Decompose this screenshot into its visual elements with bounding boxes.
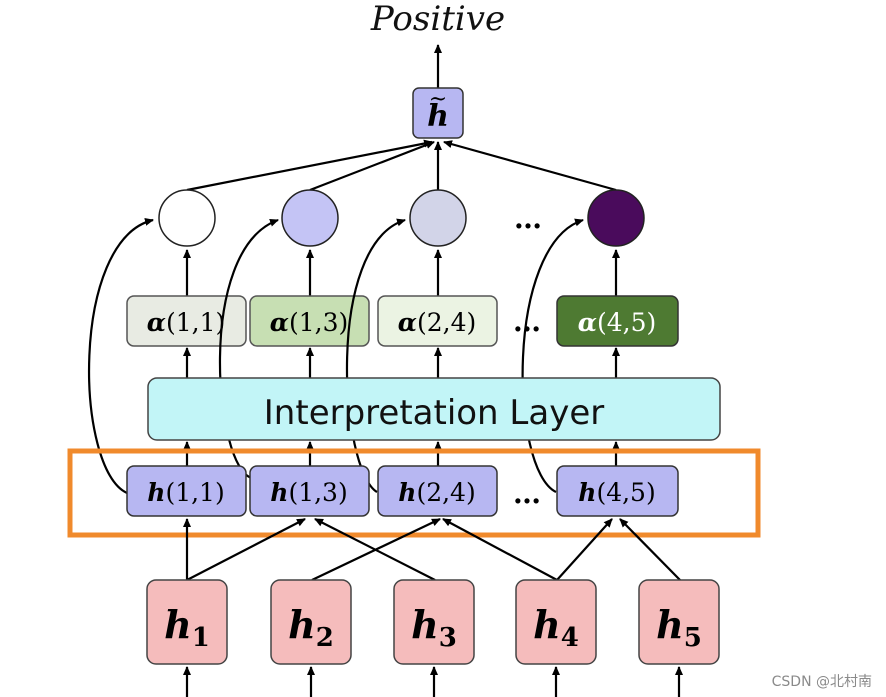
svg-text:h(1,1): h(1,1) xyxy=(147,478,224,507)
token-subscript: 2 xyxy=(316,623,334,653)
alpha-box-3: α(2,4) xyxy=(377,295,498,347)
alpha-symbol: α xyxy=(398,308,417,337)
span-box-3: h(2,4) xyxy=(377,465,498,517)
token-letter: h xyxy=(288,602,316,647)
token-box-1: h1 xyxy=(146,579,228,665)
token-letter: h xyxy=(533,602,561,647)
token-subscript: 4 xyxy=(561,623,579,653)
alpha-args: (1,3) xyxy=(289,308,348,337)
weight-circle-1 xyxy=(158,189,216,247)
span-ellipsis: … xyxy=(513,477,541,510)
svg-text:h2: h2 xyxy=(288,602,334,653)
svg-text:h1: h1 xyxy=(164,602,210,653)
circle-to-output-arrows xyxy=(186,139,617,192)
alpha-box-4: α(4,5) xyxy=(556,295,679,347)
alpha-args: (4,5) xyxy=(597,308,656,337)
span-args: (1,1) xyxy=(165,478,224,507)
skip-connection-arrows xyxy=(87,218,584,495)
span-highlight-frame xyxy=(67,448,761,538)
span-args: (4,5) xyxy=(596,478,655,507)
interp-to-alpha-arrows xyxy=(183,347,620,378)
alpha-box-1: α(1,1) xyxy=(126,295,247,347)
span-box-1: h(1,1) xyxy=(126,465,247,517)
span-args: (2,4) xyxy=(416,478,475,507)
alpha-args: (2,4) xyxy=(417,308,476,337)
span-box-2: h(1,3) xyxy=(249,465,370,517)
alpha-symbol: α xyxy=(270,308,289,337)
token-box-3: h3 xyxy=(393,579,475,665)
span-box-4: h(4,5) xyxy=(556,465,679,517)
svg-text:h5: h5 xyxy=(656,602,702,653)
weight-circle-3 xyxy=(409,189,467,247)
diagram-title: Positive xyxy=(370,0,505,39)
alpha-box-2: α(1,3) xyxy=(249,295,370,347)
svg-text:h4: h4 xyxy=(533,602,579,653)
svg-text:α(1,1): α(1,1) xyxy=(147,308,226,337)
watermark: CSDN @北村南 xyxy=(772,674,872,690)
token-subscript: 5 xyxy=(684,623,702,653)
svg-text:α(1,3): α(1,3) xyxy=(270,308,349,337)
svg-text:h3: h3 xyxy=(411,602,457,653)
alpha-args: (1,1) xyxy=(166,308,225,337)
svg-text:h(4,5): h(4,5) xyxy=(578,478,655,507)
interpretation-layer: Interpretation Layer xyxy=(147,377,721,441)
interpretation-layer-label: Interpretation Layer xyxy=(264,393,604,433)
output-node-letter: h xyxy=(427,99,449,134)
span-symbol: h xyxy=(270,478,288,507)
svg-text:α(4,5): α(4,5) xyxy=(578,308,657,337)
attention-circles xyxy=(158,189,645,247)
alpha-symbol: α xyxy=(147,308,166,337)
token-box-2: h2 xyxy=(270,579,352,665)
span-to-interp-arrows xyxy=(183,441,620,466)
alpha-to-circle-arrows xyxy=(183,249,620,296)
alpha-symbol: α xyxy=(578,308,597,337)
svg-text:h(2,4): h(2,4) xyxy=(398,478,475,507)
input-arrows xyxy=(183,666,683,697)
span-symbol: h xyxy=(147,478,165,507)
token-box-4: h4 xyxy=(515,579,597,665)
span-args: (1,3) xyxy=(288,478,347,507)
token-letter: h xyxy=(164,602,192,647)
token-letter: h xyxy=(656,602,684,647)
token-box-5: h5 xyxy=(638,579,720,665)
output-node-accent: ~ xyxy=(429,87,447,112)
weight-circle-2 xyxy=(281,189,339,247)
token-subscript: 1 xyxy=(192,623,210,653)
token-subscript: 3 xyxy=(439,623,457,653)
span-symbol: h xyxy=(398,478,416,507)
token-letter: h xyxy=(411,602,439,647)
token-to-span-arrows xyxy=(183,518,681,581)
circles-ellipsis: … xyxy=(514,202,542,235)
weight-circle-4 xyxy=(587,189,645,247)
span-symbol: h xyxy=(578,478,596,507)
output-node: h ~ xyxy=(412,87,464,139)
svg-text:h(1,3): h(1,3) xyxy=(270,478,347,507)
svg-text:α(2,4): α(2,4) xyxy=(398,308,477,337)
